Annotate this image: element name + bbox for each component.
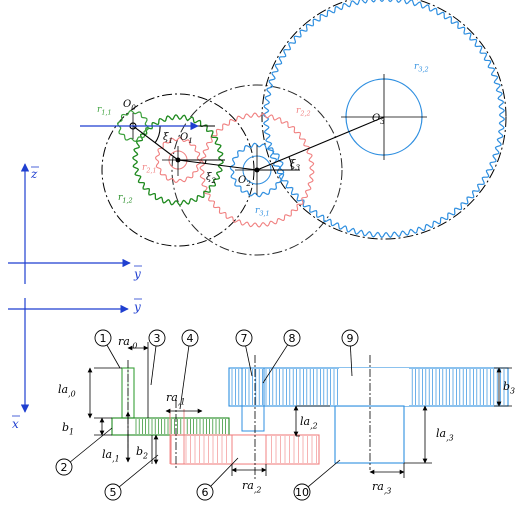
callout-10: 10 — [293, 459, 341, 501]
dim-b1: b1 — [62, 421, 74, 436]
callout-1: 1 — [94, 329, 121, 369]
dimension-lines — [87, 342, 512, 478]
gear-2-teeth — [185, 436, 317, 463]
carrier-circle-2 — [171, 84, 343, 256]
dim-la2: la,2 — [300, 415, 318, 430]
label-axis-y-side: y — [133, 300, 141, 314]
callout-7: 7 — [235, 329, 253, 377]
gear-3-teeth — [231, 369, 505, 405]
gear-r22 — [199, 112, 315, 228]
callout-label: 8 — [289, 332, 296, 345]
callout-label: 10 — [295, 486, 309, 499]
gear-3-inner-shaft — [241, 367, 265, 432]
vector-arrow-marks — [12, 166, 142, 417]
label-axis-z: z — [30, 167, 38, 181]
dim-b3: b3 — [503, 380, 515, 395]
gear-r31 — [229, 142, 285, 198]
label-r11: r1,1 — [97, 105, 112, 117]
label-r22: r2,2 — [296, 106, 311, 118]
side-view: y x — [8, 298, 515, 501]
callout-4: 4 — [179, 329, 199, 410]
callout-8: 8 — [262, 329, 301, 384]
label-r12: r1,2 — [118, 193, 133, 205]
carrier-circle-3 — [261, 0, 507, 240]
callout-5: 5 — [104, 454, 159, 501]
gear-3-lower-shaft — [334, 405, 405, 464]
callout-label: 2 — [61, 461, 68, 474]
gear-3-hub — [339, 368, 409, 406]
callout-label: 5 — [110, 486, 117, 499]
label-xi2: ξ2 — [206, 172, 217, 185]
label-r32: r3,2 — [414, 62, 429, 74]
dim-ra3: ra,3 — [372, 480, 391, 495]
gear-2-hub — [231, 434, 267, 465]
label-xi1: ξ1 — [163, 132, 173, 145]
label-r31: r3,1 — [255, 206, 270, 218]
callout-2: 2 — [55, 427, 113, 476]
callout-label: 9 — [347, 332, 354, 345]
label-O3: O3 — [372, 113, 385, 126]
gear-1-body — [111, 417, 230, 436]
dim-ra1: ra,1 — [166, 391, 185, 406]
dim-ra0: ra,0 — [118, 335, 137, 350]
front-view: r1,1 r1,2 r2,1 r2,2 r3,1 r3,2 O0 O1 O2 O… — [8, 0, 507, 417]
gear-r12 — [132, 114, 224, 206]
dim-la1: la,1 — [102, 448, 120, 463]
dim-la0: la,0 — [58, 383, 76, 398]
dim-ra2: ra,2 — [242, 479, 261, 494]
gear-1-teeth — [135, 419, 226, 434]
label-O1: O1 — [180, 132, 193, 145]
callout-label: 4 — [187, 332, 194, 345]
callout-label: 7 — [241, 332, 248, 345]
callout-label: 3 — [154, 332, 161, 345]
label-O2: O2 — [238, 175, 251, 188]
callout-6: 6 — [196, 457, 239, 501]
label-axis-y-front: y — [133, 267, 141, 281]
gear-r21 — [154, 136, 202, 184]
callout-3: 3 — [148, 329, 166, 386]
callouts: 1 2 3 4 5 6 7 8 9 10 — [55, 329, 359, 501]
dim-la3: la,3 — [436, 427, 454, 442]
label-r21: r2,1 — [142, 163, 157, 175]
callout-label: 6 — [202, 486, 209, 499]
callout-9: 9 — [341, 329, 359, 377]
callout-label: 1 — [100, 332, 107, 345]
dim-b2: b2 — [136, 445, 148, 460]
label-xi3: ξ3 — [290, 159, 301, 172]
label-axis-x: x — [12, 417, 19, 431]
label-O0: O0 — [123, 99, 136, 112]
